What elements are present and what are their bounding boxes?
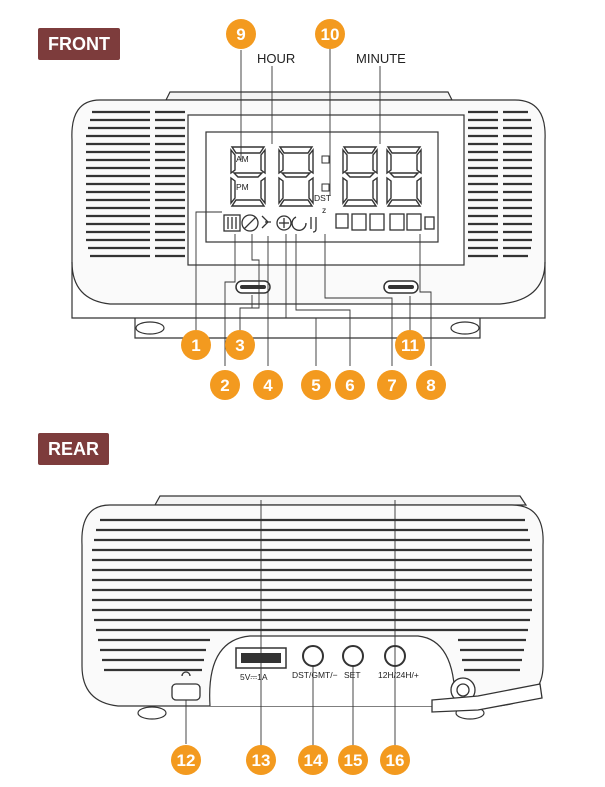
hour-label: HOUR xyxy=(257,51,295,66)
bluetooth-icon xyxy=(261,215,271,229)
colon-bottom xyxy=(321,183,330,192)
svg-text:15: 15 xyxy=(344,751,363,770)
svg-text:10: 10 xyxy=(321,25,340,44)
svg-text:13: 13 xyxy=(252,751,271,770)
callout-14: 14 xyxy=(298,745,328,775)
minute-label: MINUTE xyxy=(356,51,406,66)
lcd-icon-row: z xyxy=(223,205,435,233)
svg-text:2: 2 xyxy=(220,376,229,395)
callout-7: 7 xyxy=(377,370,407,400)
callout-6: 6 xyxy=(335,370,365,400)
rear-title: REAR xyxy=(38,433,110,465)
callout-9: 9 xyxy=(226,19,256,49)
radio-icon xyxy=(276,215,292,231)
callout-5: 5 xyxy=(301,370,331,400)
front-left-grille xyxy=(86,110,185,258)
digit-minute-ones xyxy=(386,146,422,207)
svg-text:4: 4 xyxy=(263,376,273,395)
mode-icon xyxy=(335,213,349,229)
battery-level-icon xyxy=(223,214,241,232)
svg-text:5: 5 xyxy=(311,376,320,395)
alarm-digit-1 xyxy=(351,213,367,231)
12h-24h-plus-label: 12H/24H/+ xyxy=(378,670,419,680)
svg-text:6: 6 xyxy=(345,376,354,395)
snooze-icon: z xyxy=(322,205,326,215)
digit-hour-tens xyxy=(230,146,266,207)
callout-11: 11 xyxy=(395,330,425,360)
front-title: FRONT xyxy=(38,28,120,60)
digit-hour-ones xyxy=(278,146,314,207)
callout-4: 4 xyxy=(253,370,283,400)
callout-16: 16 xyxy=(380,745,410,775)
set-label: SET xyxy=(344,670,361,680)
dst-indicator: DST xyxy=(314,193,331,203)
callout-15: 15 xyxy=(338,745,368,775)
alarm-digit-2 xyxy=(369,213,385,231)
callout-10: 10 xyxy=(315,19,345,49)
usb-rating-label: 5V⎓1A xyxy=(240,672,268,682)
svg-text:9: 9 xyxy=(236,25,245,44)
svg-text:1: 1 xyxy=(191,336,200,355)
callout-12: 12 xyxy=(171,745,201,775)
dst-gmt-minus-label: DST/GMT/− xyxy=(292,670,338,680)
dst-gmt-minus-button[interactable] xyxy=(302,645,324,667)
svg-text:16: 16 xyxy=(386,751,405,770)
alarm-digit-3 xyxy=(389,213,405,231)
callout-3: 3 xyxy=(225,330,255,360)
svg-text:14: 14 xyxy=(304,751,323,770)
svg-text:7: 7 xyxy=(387,376,396,395)
pm-indicator: PM xyxy=(236,182,249,192)
rear-grille xyxy=(92,518,532,672)
front-leader-lines xyxy=(195,48,432,366)
callout-8: 8 xyxy=(416,370,446,400)
alarm-digit-4 xyxy=(406,213,422,231)
alarm-icon xyxy=(291,216,307,231)
svg-text:8: 8 xyxy=(426,376,435,395)
svg-text:12: 12 xyxy=(177,751,196,770)
volume-icon xyxy=(310,217,317,233)
front-right-grille xyxy=(468,110,532,258)
power-plug xyxy=(431,677,543,713)
alarm-off-icon xyxy=(241,214,259,232)
am-indicator: AM xyxy=(236,154,249,164)
svg-text:3: 3 xyxy=(235,336,244,355)
svg-text:11: 11 xyxy=(401,336,419,355)
charging-icon xyxy=(424,216,435,230)
callout-2: 2 xyxy=(210,370,240,400)
rear-leader-lines xyxy=(185,500,396,746)
digit-minute-tens xyxy=(342,146,378,207)
callout-13: 13 xyxy=(246,745,276,775)
set-button[interactable] xyxy=(342,645,364,667)
colon-top xyxy=(321,155,330,164)
callout-1: 1 xyxy=(181,330,211,360)
